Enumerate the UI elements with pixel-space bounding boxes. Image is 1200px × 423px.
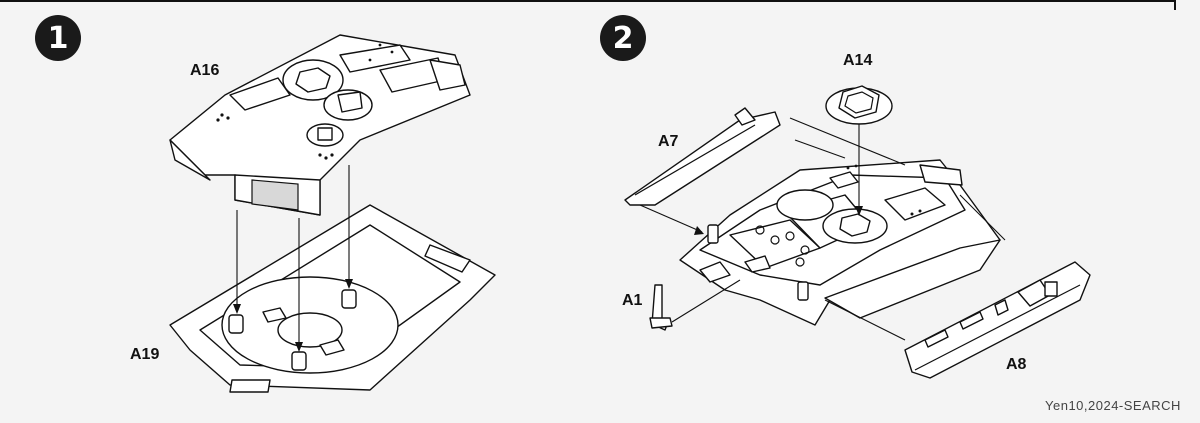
step-2-badge: 2	[600, 15, 646, 61]
label-a14: A14	[843, 52, 873, 69]
watermark-text: Yen10,2024-SEARCH	[1045, 398, 1181, 413]
part-a14-hatch	[825, 85, 893, 125]
part-a16-upper-hull	[169, 34, 471, 216]
label-a7: A7	[658, 133, 679, 150]
part-a1-hook	[649, 284, 673, 331]
step-1-number: 1	[47, 20, 69, 56]
label-a19: A19	[130, 346, 160, 363]
assembled-hull	[679, 159, 1001, 326]
part-a19-lower-hull	[169, 204, 496, 393]
label-a16: A16	[190, 62, 220, 79]
right-border-tick	[1174, 0, 1176, 10]
top-border	[0, 0, 1175, 2]
part-a7-side-rail	[624, 107, 781, 206]
step2-guide-lines	[639, 117, 1006, 341]
part-a8-side-plate	[904, 261, 1091, 379]
step-1-badge: 1	[35, 15, 81, 61]
label-a1: A1	[622, 292, 643, 309]
label-a8: A8	[1006, 356, 1027, 373]
step-2-number: 2	[612, 20, 634, 56]
step1-guide-lines	[233, 165, 353, 352]
